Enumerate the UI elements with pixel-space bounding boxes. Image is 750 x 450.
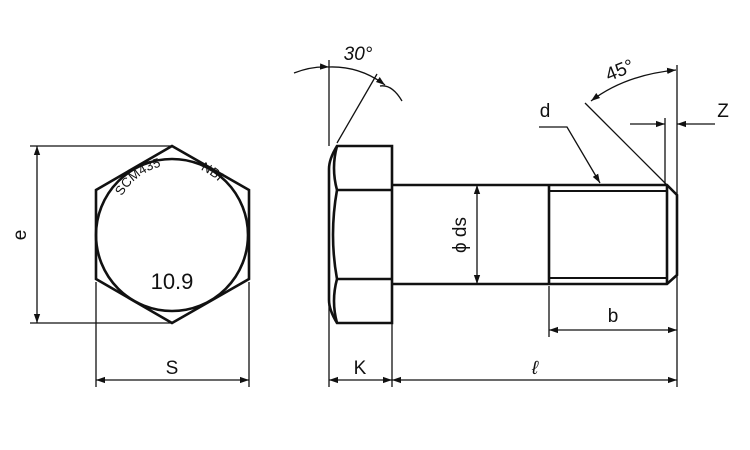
- label-ds: ϕ ds: [450, 217, 471, 253]
- bolt-side-view: [327, 144, 679, 325]
- label-k: K: [354, 358, 367, 379]
- label-z: Z: [717, 101, 729, 122]
- label-e: e: [10, 230, 31, 241]
- label-30deg: 30°: [344, 44, 373, 65]
- dimension-30deg: 30°: [293, 44, 403, 146]
- dimension-b: b: [548, 286, 677, 337]
- dimension-ds: ϕ ds: [450, 185, 481, 284]
- dimension-45deg: 45°: [584, 56, 677, 186]
- dimension-e: e: [10, 145, 172, 324]
- label-s: S: [166, 358, 179, 379]
- dimension-z: Z: [630, 65, 729, 195]
- dimension-length: ℓ: [392, 275, 678, 387]
- bolt-head-side: [327, 144, 394, 325]
- head-end-view: SCM435 NBI 10.9: [94, 144, 251, 325]
- label-d: d: [540, 101, 551, 122]
- dimension-k: K: [328, 300, 393, 387]
- bearing-circle: [94, 157, 250, 313]
- dimension-d: d: [539, 101, 601, 184]
- label-length: ℓ: [531, 358, 539, 379]
- bolt-shank: [392, 183, 679, 286]
- dimension-s: S: [95, 282, 250, 387]
- grade-marking: 10.9: [151, 269, 194, 294]
- label-45deg: 45°: [603, 56, 638, 86]
- label-b: b: [608, 306, 619, 327]
